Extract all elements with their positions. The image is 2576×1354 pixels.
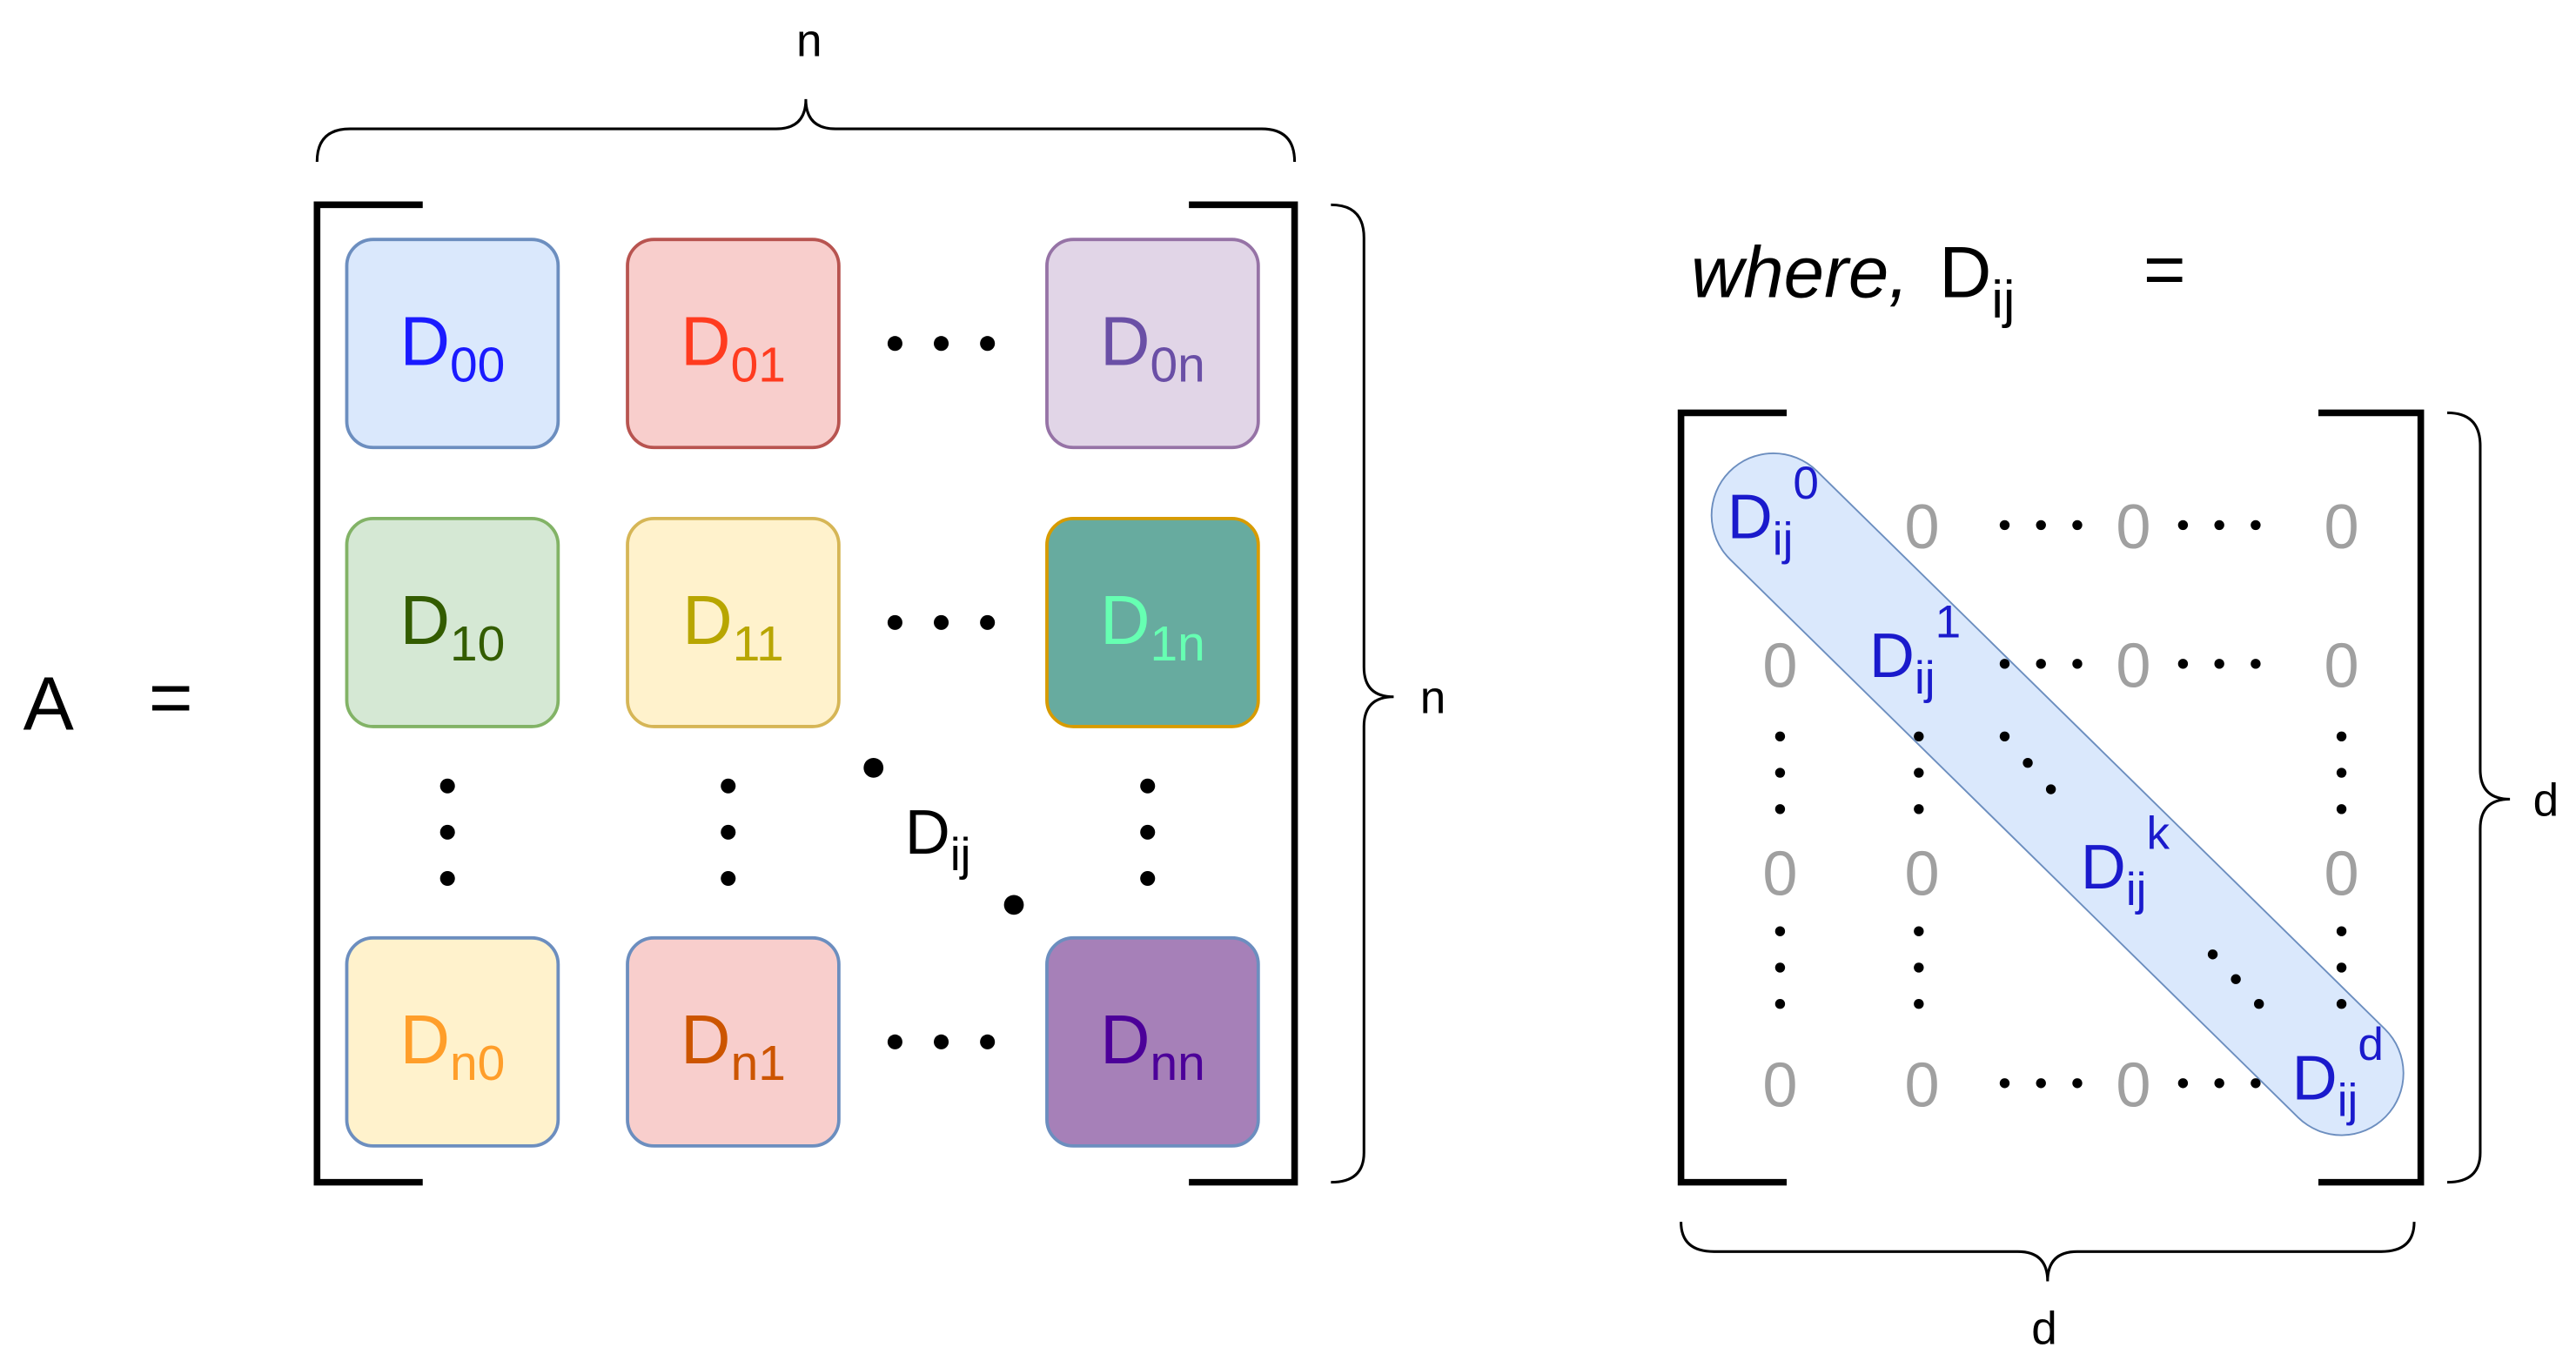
inner-ellipsis-rowd-b	[2177, 1078, 2261, 1089]
block-box	[345, 238, 560, 450]
zero-entry: 0	[2116, 493, 2150, 562]
col-ellipsis-0	[439, 778, 455, 887]
zero-entry: 0	[1762, 839, 1797, 908]
inner-ellipsis-diag-a	[1999, 731, 2056, 794]
block-box	[626, 238, 841, 450]
right-brace-right	[2446, 411, 2511, 1184]
where-heading: where, Dij	[1691, 231, 2015, 329]
block-bn1: Dn1	[626, 935, 841, 1148]
diag-dot-lower	[1003, 895, 1024, 915]
bottom-dim-label: d	[2031, 1304, 2057, 1354]
block-label: Dnn	[1100, 1001, 1205, 1091]
block-b11: D11	[626, 516, 841, 728]
zero-entry: 0	[1762, 631, 1797, 700]
right-bracket	[1189, 201, 1298, 1186]
inner-ellipsis-row1-a	[1999, 659, 2083, 669]
block-b00: D00	[345, 238, 560, 450]
zero-entry: 0	[1905, 839, 1940, 908]
block-box	[1045, 516, 1260, 728]
zero-entry: 0	[2116, 1050, 2150, 1120]
row-ellipsis-0	[887, 336, 996, 352]
block-box	[345, 935, 560, 1148]
block-box	[1045, 238, 1260, 450]
block-b10: D10	[345, 516, 560, 728]
block-box	[1045, 935, 1260, 1148]
block-label: D1n	[1100, 581, 1205, 672]
block-box	[345, 516, 560, 728]
zero-entry: 0	[2116, 631, 2150, 700]
block-label: D11	[682, 581, 784, 672]
inner-ellipsis-cold-b	[2336, 926, 2347, 1009]
inner-ellipsis-row0-a	[1999, 519, 2083, 531]
inner-left-bracket	[1677, 409, 1788, 1186]
inner-right-bracket	[2318, 409, 2425, 1186]
block-box	[626, 516, 841, 728]
inner-ellipsis-cold-a	[2336, 731, 2347, 814]
block-b0n: D0n	[1045, 238, 1260, 450]
diagonal-band-fill	[1712, 453, 2403, 1135]
block-b01: D01	[626, 238, 841, 450]
block-bn0: Dn0	[345, 935, 560, 1148]
lhs-equals: =	[149, 655, 193, 740]
diag-entry-d: Dijd	[2292, 1019, 2384, 1127]
zero-entry: 0	[2324, 493, 2359, 562]
inner-ellipsis-col1-b	[1914, 926, 1924, 1009]
block-label: D0n	[1100, 302, 1205, 392]
zero-entry: 0	[1905, 493, 1940, 562]
zero-entry: 0	[2324, 631, 2359, 700]
block-label: D00	[399, 302, 505, 392]
diag-entry-k: Dijk	[2081, 808, 2170, 915]
top-brace	[315, 98, 1297, 163]
block-label: Dn0	[399, 1001, 505, 1091]
block-label: Dn1	[681, 1001, 786, 1091]
row-ellipsis-n	[887, 1034, 996, 1049]
inner-ellipsis-col0-a	[1774, 731, 1786, 814]
block-label: D01	[681, 302, 786, 392]
zero-entry: 0	[2324, 839, 2359, 908]
diag-dot-upper	[863, 757, 884, 778]
left-bracket	[313, 201, 423, 1186]
inner-ellipsis-col1-a	[1914, 731, 1924, 814]
block-b1n: D1n	[1045, 516, 1260, 728]
inner-ellipsis-rowd-a	[1999, 1078, 2083, 1089]
col-ellipsis-1	[721, 778, 736, 887]
inner-ellipsis-col0-b	[1774, 926, 1786, 1009]
zero-entry: 0	[1762, 1050, 1797, 1120]
col-ellipsis-n	[1140, 778, 1156, 887]
block-bnn: Dnn	[1045, 935, 1260, 1148]
lhs-label: A	[23, 662, 75, 747]
diag-block-label: Dij	[905, 798, 971, 881]
where-equals: =	[2143, 228, 2186, 310]
top-dim-label: n	[796, 16, 822, 67]
right-dim-label-left: n	[1420, 673, 1446, 724]
inner-ellipsis-row1-b	[2177, 659, 2261, 669]
right-brace-left	[1331, 203, 1394, 1184]
zero-entry: 0	[1905, 1050, 1940, 1120]
zero-entries: 0 0 0 0 0 0 0 0 0 0 0 0	[1762, 493, 2358, 1120]
inner-ellipsis-diag-b	[2207, 949, 2264, 1009]
right-dim-label-right: d	[2533, 774, 2559, 826]
block-label: D10	[399, 581, 505, 672]
bottom-brace	[1680, 1222, 2416, 1282]
inner-ellipsis-row0-b	[2177, 519, 2261, 531]
block-box	[626, 935, 841, 1148]
row-ellipsis-1	[887, 614, 996, 630]
diag-entry-0: Dij0	[1727, 458, 1819, 566]
diag-entry-1: Dij1	[1869, 596, 1961, 704]
